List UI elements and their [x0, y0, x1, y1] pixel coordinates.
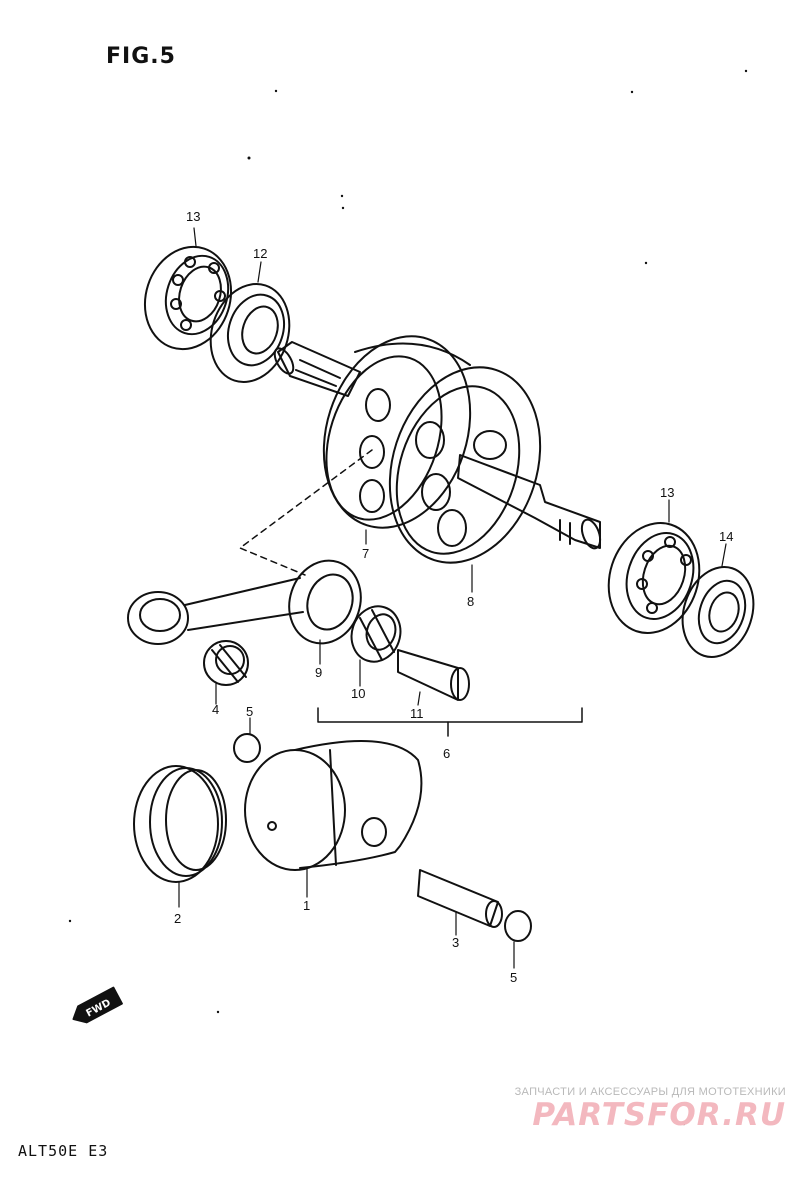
- watermark-caption: ЗАПЧАСТИ И АКСЕССУАРЫ ДЛЯ МОТОТЕХНИКИ: [514, 1086, 786, 1098]
- model-code: ALT50E E3: [18, 1142, 109, 1160]
- scan-specks: [68, 69, 748, 1126]
- fwd-arrow-icon: FWD: [72, 986, 123, 1024]
- callout-7: 7: [362, 546, 369, 561]
- callout-5-top: 5: [246, 704, 253, 719]
- callout-10: 10: [351, 686, 365, 701]
- callout-13-top: 13: [186, 209, 200, 224]
- circlip-5-bottom: [504, 910, 532, 942]
- callout-3: 3: [452, 935, 459, 950]
- connecting-rod-9: [127, 559, 362, 645]
- callout-9: 9: [315, 665, 322, 680]
- needle-bearing-10: [350, 605, 402, 663]
- needle-bearing-4: [203, 640, 249, 686]
- crank-wheel-7: [322, 335, 472, 529]
- oil-seal-14: [681, 566, 755, 658]
- callout-5-bottom: 5: [510, 970, 517, 985]
- crank-pin-11: [397, 649, 470, 701]
- crankshaft-left-shaft: [273, 341, 361, 397]
- callout-13-right: 13: [660, 485, 674, 500]
- circlip-5-top: [233, 733, 261, 763]
- crank-wheel-8: [388, 366, 542, 564]
- piston-rings-2: [133, 765, 227, 883]
- watermark-logo: PARTSFOR.RU: [532, 1097, 786, 1133]
- bearing-13-right: [607, 522, 701, 634]
- callout-leaders: [178, 227, 727, 969]
- piston-1: [244, 740, 423, 871]
- callout-labels: 13 12 7 8 13 14 9 10 4 11 6 5 2 1 3 5: [174, 209, 733, 985]
- callout-4: 4: [212, 702, 219, 717]
- watermark: ЗАПЧАСТИ И АКСЕССУАРЫ ДЛЯ МОТОТЕХНИКИ PA…: [486, 1086, 786, 1132]
- oil-seal-12: [209, 283, 291, 383]
- callout-6: 6: [443, 746, 450, 761]
- crankshaft-right-shaft: [457, 454, 602, 550]
- callout-1: 1: [303, 898, 310, 913]
- callout-2: 2: [174, 911, 181, 926]
- figure-title: FIG.5: [106, 44, 176, 69]
- piston-pin-3: [417, 869, 503, 928]
- bearing-13-top: [143, 245, 233, 351]
- callout-8: 8: [467, 594, 474, 609]
- callout-12: 12: [253, 246, 267, 261]
- dashed-leader-lines: [239, 449, 373, 576]
- callout-14: 14: [719, 529, 733, 544]
- callout-11: 11: [410, 706, 424, 721]
- group-bracket-6: [317, 707, 583, 737]
